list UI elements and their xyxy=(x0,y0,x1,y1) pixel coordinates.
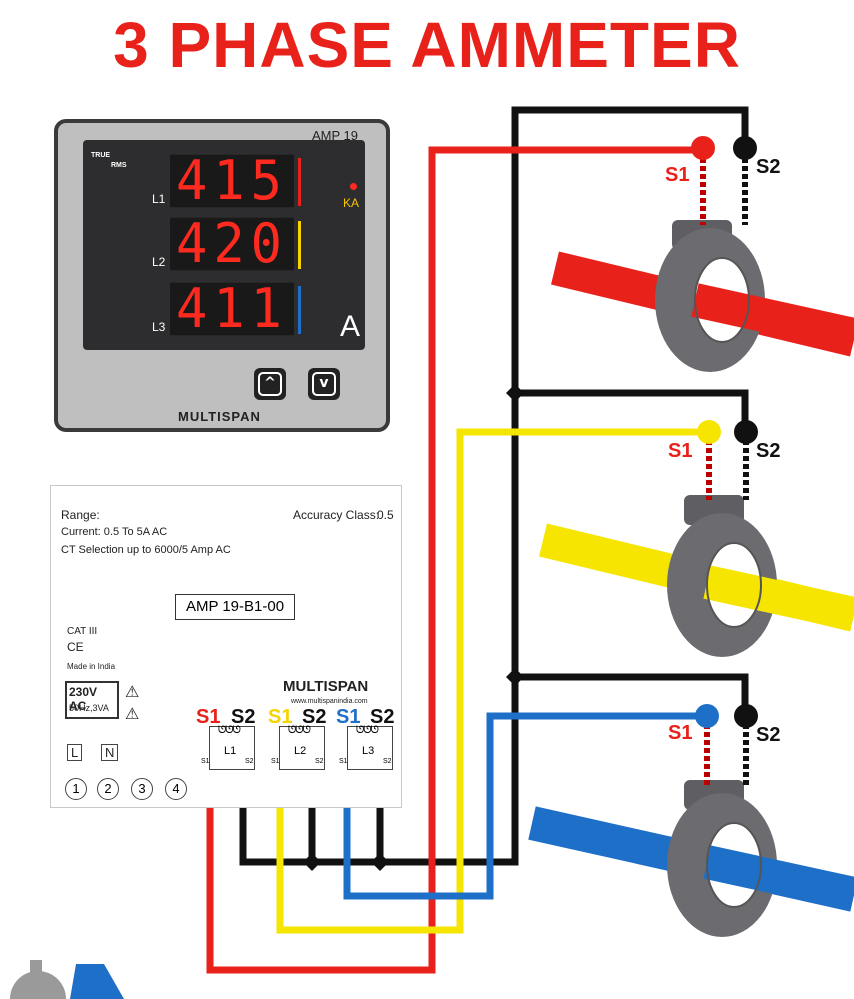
reading-l2: 420 xyxy=(170,217,294,271)
yellow-wire xyxy=(276,428,709,934)
line-label-l1: L1 xyxy=(152,192,166,206)
accuracy-value: 0.5 xyxy=(377,508,394,522)
reading-l1: 415 xyxy=(170,154,294,208)
cat-rating: CAT III xyxy=(67,626,98,637)
range-heading: Range: xyxy=(61,508,100,522)
ct1-s1-label: S1 xyxy=(665,164,690,186)
supply-box: 230V AC 50Hz,3VA xyxy=(65,681,119,719)
pin-s1-l3: S1 xyxy=(339,758,348,765)
ct-1 xyxy=(655,220,854,372)
ammeter-front: AMP 19 TRUE RMS 415 L1 420 L2 411 L3 KA … xyxy=(54,119,390,432)
display-row-l2: 420 L2 xyxy=(138,215,328,273)
coil-l2-label: L2 xyxy=(294,745,307,757)
up-button[interactable]: ^ xyxy=(254,368,286,400)
pin-s2-l2: S2 xyxy=(315,758,324,765)
pin-s2-l1: S2 xyxy=(245,758,254,765)
tag-s2-blue: S2 xyxy=(370,706,395,728)
terminal-1: 1 xyxy=(65,778,87,800)
coil-l3: ᘎᘎᘎ L3 xyxy=(347,725,393,770)
coil-l3-label: L3 xyxy=(362,745,375,757)
chevron-up-icon: ^ xyxy=(258,372,282,396)
neutral-terminal: N xyxy=(101,744,119,761)
ct2-s1-label: S1 xyxy=(668,440,693,462)
tag-s1-red: S1 xyxy=(196,706,221,728)
gear-logo xyxy=(10,960,124,999)
ct-3 xyxy=(667,780,854,937)
brand-logo: MULTISPAN xyxy=(178,409,261,424)
tag-s2-yellow: S2 xyxy=(302,706,327,728)
trms-bottom: RMS xyxy=(111,162,127,169)
true-rms-logo: TRUE RMS xyxy=(89,146,131,176)
made-in: Made in India xyxy=(67,662,116,671)
display-panel: TRUE RMS 415 L1 420 L2 411 L3 KA A xyxy=(83,140,365,350)
coil-l1-label: L1 xyxy=(224,745,237,757)
display-row-l3: 411 L3 xyxy=(138,280,328,338)
pin-s1-l1: S1 xyxy=(201,758,210,765)
ct3-s1-label: S1 xyxy=(668,722,693,744)
terminal-2: 2 xyxy=(97,778,119,800)
line-label-l3: L3 xyxy=(152,320,166,334)
ct-selection: CT Selection up to 6000/5 Amp AC xyxy=(61,544,231,556)
page-title: 3 PHASE AMMETER xyxy=(113,9,741,81)
ka-label: KA xyxy=(343,196,360,210)
terminal-4: 4 xyxy=(165,778,187,800)
ct-2 xyxy=(667,495,854,657)
line-label-l2: L2 xyxy=(152,255,166,269)
amp-symbol: A xyxy=(340,310,361,343)
ka-indicator-led xyxy=(350,183,357,190)
tag-s1-yellow: S1 xyxy=(268,706,293,728)
tag-s1-blue: S1 xyxy=(336,706,361,728)
model-label: AMP 19 xyxy=(311,128,358,143)
phase-bar-l1 xyxy=(298,158,301,206)
blue-wire xyxy=(343,712,707,900)
line-terminal: L xyxy=(67,744,83,761)
red-wire xyxy=(206,146,703,974)
supply-rating: 50Hz,3VA xyxy=(69,703,109,713)
supply-voltage: 230V AC xyxy=(69,685,98,713)
phase-bar-l3 xyxy=(298,286,301,334)
accuracy-label: Accuracy Class: xyxy=(293,508,380,522)
coil-l1: ᘎᘎᘎ L1 xyxy=(209,725,255,770)
reading-l3: 411 xyxy=(170,282,294,336)
coil-icon: ᘎᘎᘎ xyxy=(356,725,379,736)
pin-s1-l2: S1 xyxy=(271,758,280,765)
trms-top: TRUE xyxy=(91,152,111,159)
ct2-s2-label: S2 xyxy=(756,440,781,462)
coil-l2: ᘎᘎᘎ L2 xyxy=(279,725,325,770)
coil-icon: ᘎᘎᘎ xyxy=(288,725,311,736)
ct3-s2-label: S2 xyxy=(756,724,781,746)
phase-bar-l2 xyxy=(298,221,301,269)
pin-s2-l3: S2 xyxy=(383,758,392,765)
terminal-3: 3 xyxy=(131,778,153,800)
display-row-l1: 415 L1 xyxy=(138,152,328,210)
black-common-wire xyxy=(239,106,749,866)
chevron-down-icon: v xyxy=(312,372,336,396)
ce-mark: CE xyxy=(67,640,84,654)
ct1-s2-label: S2 xyxy=(756,156,781,178)
back-brand: MULTISPAN xyxy=(283,678,369,695)
current-range: Current: 0.5 To 5A AC xyxy=(61,526,168,538)
shock-warning-icon: ⚠ xyxy=(125,706,140,723)
model-code: AMP 19-B1-00 xyxy=(175,594,295,620)
warning-icon: ⚠ xyxy=(125,684,140,701)
tag-s2-red: S2 xyxy=(231,706,256,728)
down-button[interactable]: v xyxy=(308,368,340,400)
meter-back-label: Range: Current: 0.5 To 5A AC CT Selectio… xyxy=(50,485,402,808)
website: www.multispanindia.com xyxy=(291,698,368,705)
coil-icon: ᘎᘎᘎ xyxy=(218,725,241,736)
